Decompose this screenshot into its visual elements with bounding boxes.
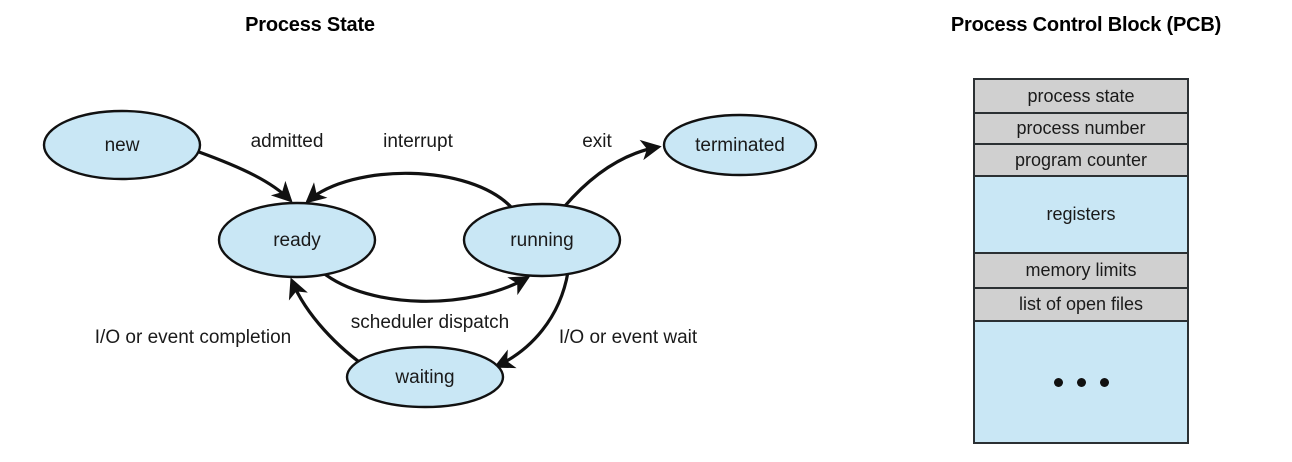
edge-label-exit: exit bbox=[582, 131, 612, 152]
edge-label-admitted: admitted bbox=[251, 131, 324, 152]
state-ellipse-new bbox=[42, 109, 202, 181]
state-ellipse-terminated bbox=[662, 113, 818, 177]
state-node-running[interactable]: running bbox=[462, 202, 622, 278]
pcb-row-label: memory limits bbox=[1025, 260, 1137, 280]
pcb-table: process state process number program cou… bbox=[973, 78, 1189, 444]
edge-label-io-or-event-completion: I/O or event completion bbox=[95, 327, 291, 348]
pcb-row-registers: registers bbox=[975, 177, 1187, 254]
process-state-panel: Process State new bbox=[42, 14, 818, 409]
state-label-terminated: terminated bbox=[695, 135, 785, 156]
pcb-row-label: process number bbox=[1016, 118, 1146, 138]
pcb-row-label: list of open files bbox=[1018, 294, 1144, 314]
state-ellipse-running bbox=[462, 202, 622, 278]
pcb-row-process-state: process state bbox=[975, 80, 1187, 114]
state-node-new[interactable]: new bbox=[42, 109, 202, 181]
edge-ready-to-running bbox=[320, 270, 531, 303]
pcb-row-program-counter: program counter bbox=[975, 145, 1187, 177]
state-nodes: new ready running terminated waiting bbox=[42, 109, 818, 409]
edge-label-scheduler-dispatch: scheduler dispatch bbox=[351, 312, 509, 333]
pcb-row-label: registers bbox=[1046, 204, 1116, 224]
state-ellipse-waiting bbox=[345, 345, 505, 409]
state-label-running: running bbox=[510, 230, 573, 251]
pcb-row-label: program counter bbox=[1014, 149, 1148, 170]
ellipsis-dots-icon bbox=[1053, 377, 1109, 387]
pcb-title: Process Control Block (PCB) bbox=[950, 14, 1222, 36]
process-state-title: Process State bbox=[245, 14, 375, 36]
state-node-terminated[interactable]: terminated bbox=[662, 113, 818, 177]
edge-running-to-waiting bbox=[493, 270, 570, 369]
pcb-row-ellipsis bbox=[975, 322, 1187, 442]
pcb-panel: Process Control Block (PCB) process stat… bbox=[880, 0, 1292, 462]
edge-running-to-ready bbox=[305, 171, 514, 210]
edge-labels: admitted interrupt exit scheduler dispat… bbox=[95, 131, 698, 348]
edge-label-io-or-event-wait: I/O or event wait bbox=[559, 327, 698, 348]
edge-running-to-terminated bbox=[562, 139, 662, 209]
pcb-row-list-of-open-files: list of open files bbox=[975, 289, 1187, 322]
state-node-waiting[interactable]: waiting bbox=[345, 345, 505, 409]
edge-new-to-ready bbox=[197, 150, 293, 203]
state-label-waiting: waiting bbox=[394, 367, 454, 388]
state-node-ready[interactable]: ready bbox=[217, 201, 377, 279]
state-label-new: new bbox=[105, 135, 140, 156]
edge-label-interrupt: interrupt bbox=[383, 131, 453, 152]
state-label-ready: ready bbox=[273, 230, 321, 251]
pcb-row-label: process state bbox=[1027, 85, 1135, 106]
pcb-row-process-number: process number bbox=[975, 114, 1187, 145]
state-ellipse-ready bbox=[217, 201, 377, 279]
process-state-diagram: new ready running terminated waiting adm… bbox=[42, 109, 818, 409]
pcb-row-memory-limits: memory limits bbox=[975, 254, 1187, 289]
